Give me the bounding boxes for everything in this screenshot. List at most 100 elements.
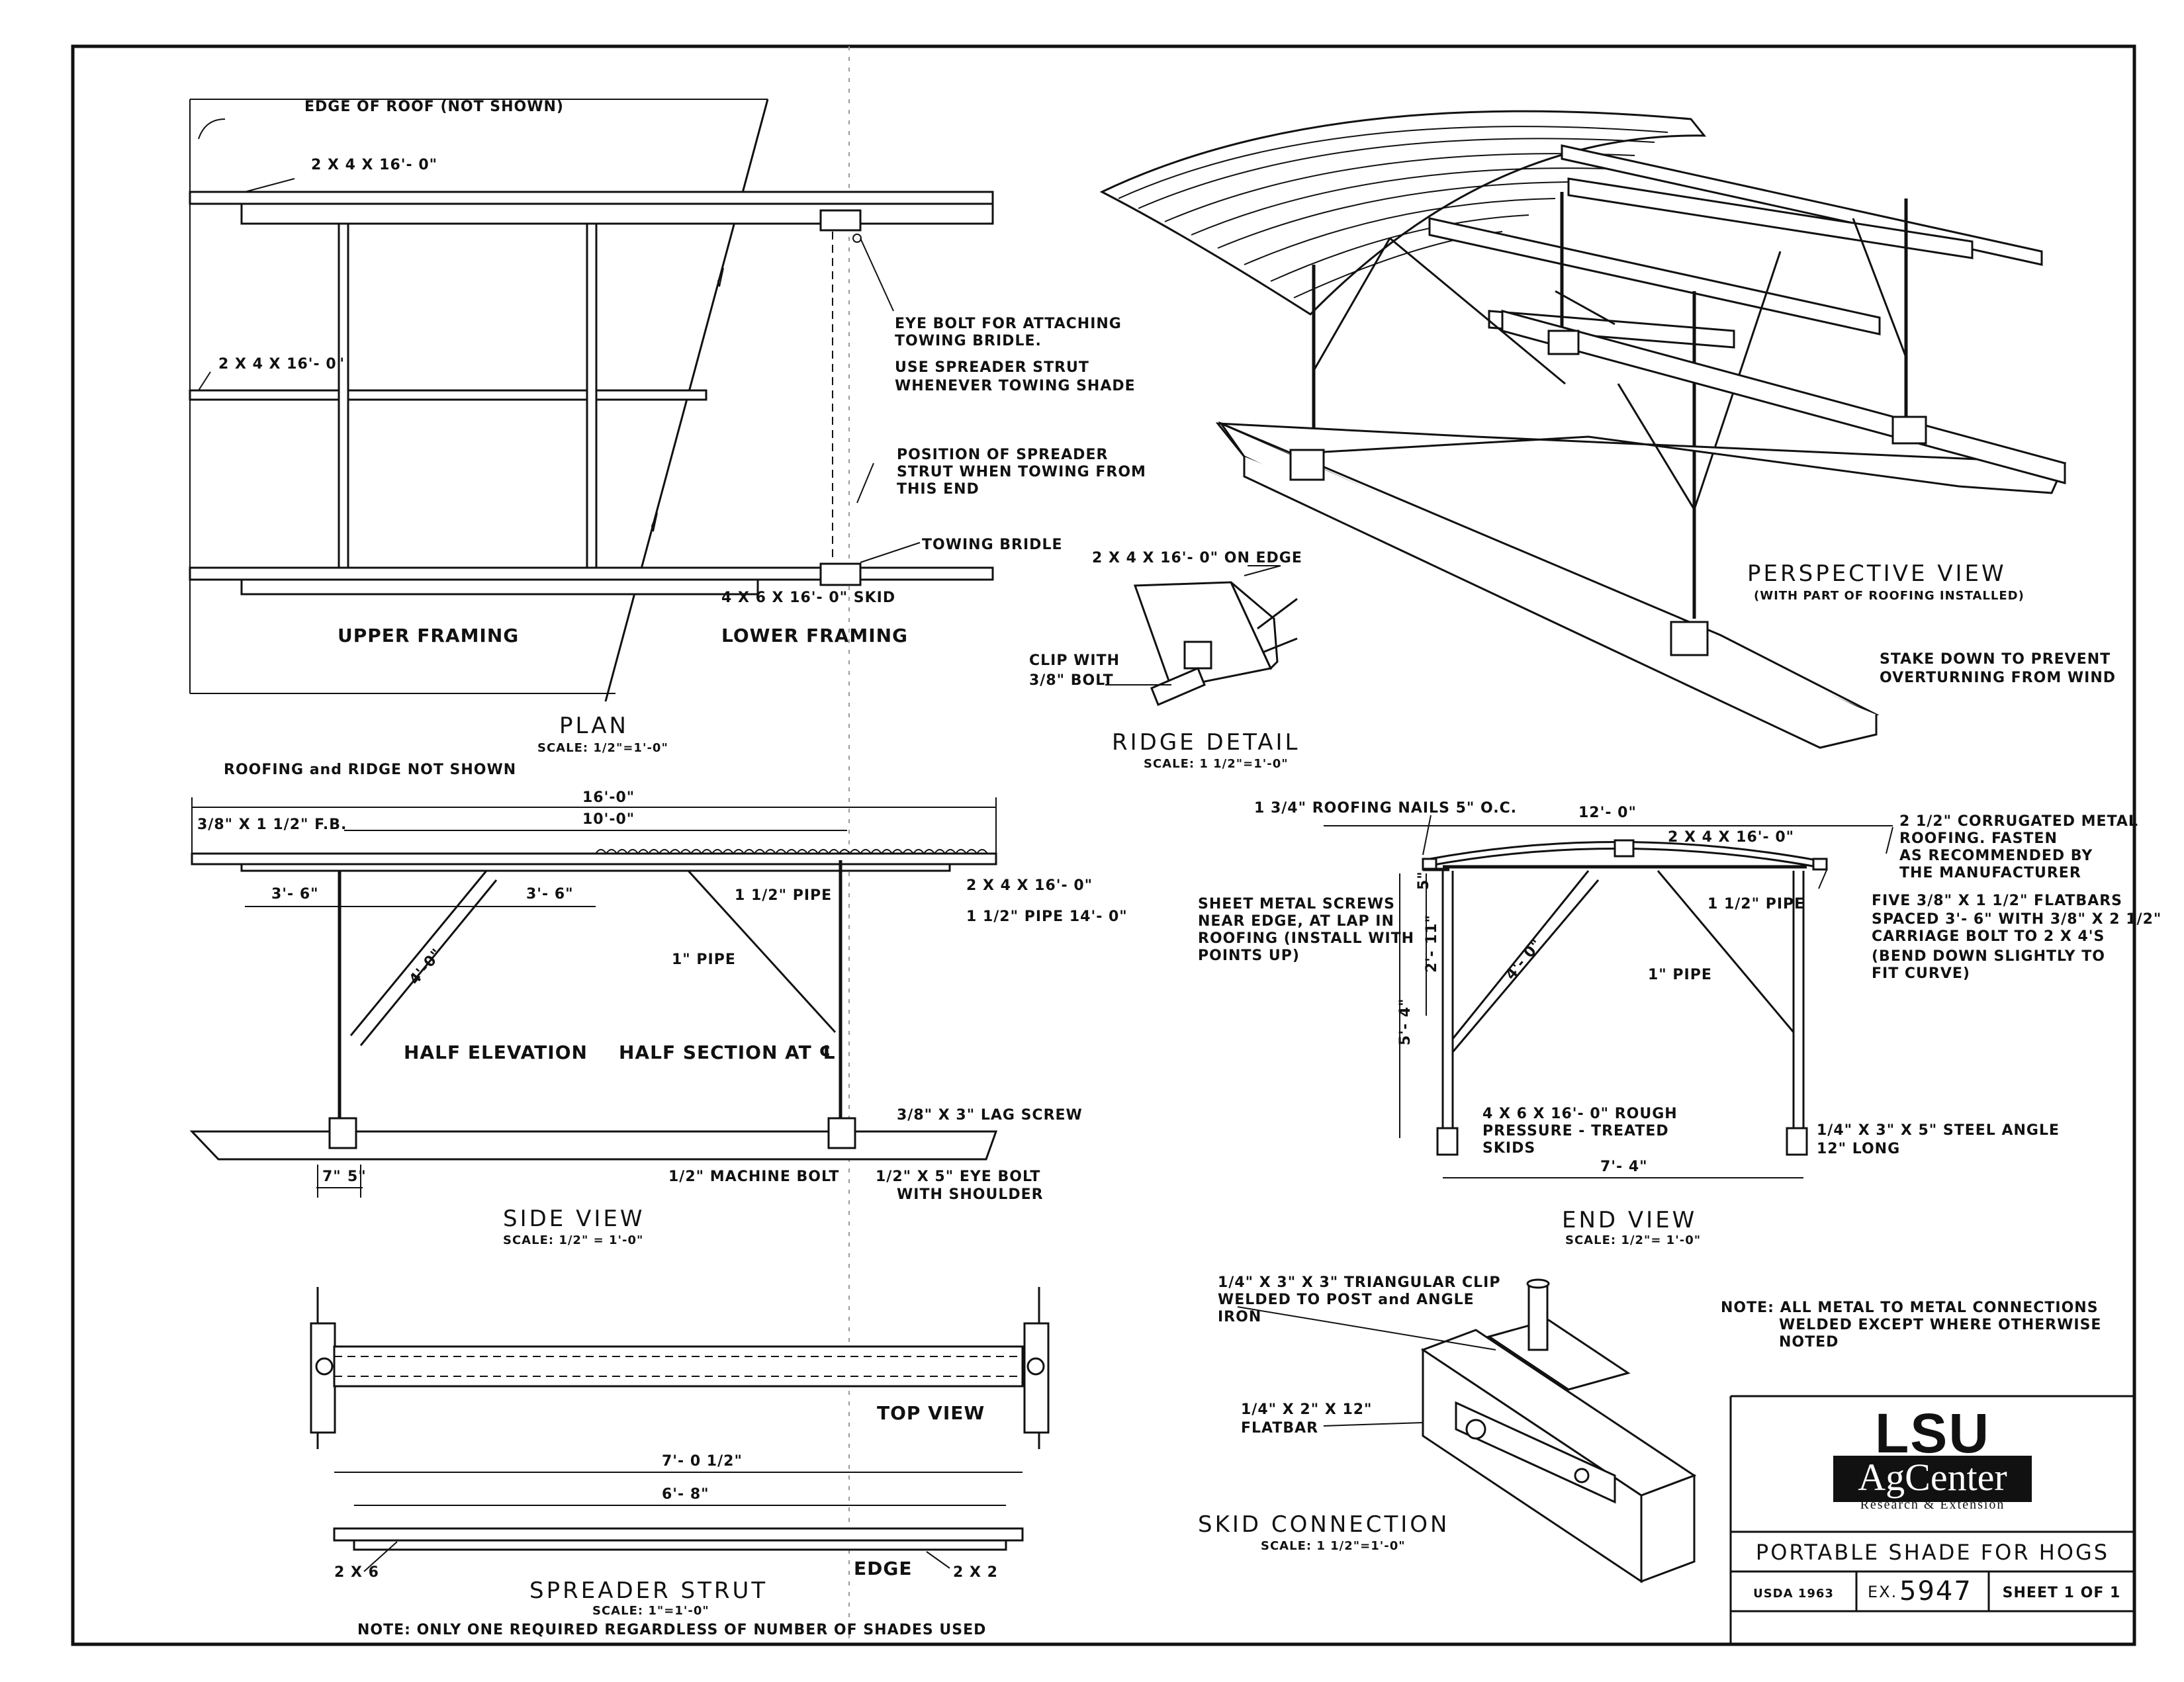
skid-connection-scale: SCALE: 1 1/2"=1'-0" <box>1261 1539 1406 1553</box>
end-skids-2: PRESSURE - TREATED <box>1482 1123 1669 1139</box>
plan-eye-bolt-note-2: TOWING BRIDLE. <box>895 333 1042 349</box>
side-brace-dim: 4'-0" <box>406 946 446 988</box>
general-note-line-3: NOTED <box>1779 1334 1839 1350</box>
title-usda: USDA 1963 <box>1753 1587 1834 1601</box>
strut-scale: SCALE: 1"=1'-0" <box>592 1604 709 1618</box>
strut-dim-6-8: 6'- 8" <box>662 1486 709 1503</box>
end-pipe-half: 1 1/2" PIPE <box>1707 896 1805 912</box>
side-half-section: HALF SECTION AT ℄ <box>619 1041 837 1063</box>
skid-connection-drawing <box>1237 1278 1697 1583</box>
end-dim-5-4: 5'- 4" <box>1397 998 1414 1045</box>
strut-dim-7-0: 7'- 0 1/2" <box>662 1453 743 1470</box>
end-angle-2: 12" LONG <box>1817 1141 1900 1157</box>
perspective-stake-2: OVERTURNING FROM WIND <box>1880 670 2116 686</box>
end-dim-2-11: 2'- 11" <box>1424 914 1440 973</box>
plan-lower-framing: LOWER FRAMING <box>721 625 908 646</box>
skid-clip-1: 1/4" X 3" X 3" TRIANGULAR CLIP <box>1218 1274 1500 1291</box>
skid-clip-3: IRON <box>1218 1309 1261 1325</box>
side-pipe-14: 1 1/2" PIPE 14'- 0" <box>966 908 1128 925</box>
plan-title: PLAN <box>559 713 629 739</box>
strut-label-2x2: 2 X 2 <box>953 1564 998 1581</box>
end-roofing-3: AS RECOMMENDED BY <box>1899 848 2093 864</box>
side-view-drawing <box>189 797 998 1198</box>
plan-spreader-note-1: USE SPREADER STRUT <box>895 359 1089 376</box>
plan-member-top: 2 X 4 X 16'- 0" <box>311 157 437 173</box>
side-eye-bolt-2: WITH SHOULDER <box>897 1186 1044 1203</box>
title-ex-number: 5947 <box>1899 1576 1972 1607</box>
ridge-clip-1: CLIP WITH <box>1029 652 1120 669</box>
logo-agcenter-bar <box>1833 1456 2032 1502</box>
end-view-scale: SCALE: 1/2"= 1'-0" <box>1565 1233 1701 1247</box>
plan-position-note-1: POSITION OF SPREADER <box>897 447 1108 463</box>
end-flatbars-5: FIT CURVE) <box>1872 965 1970 982</box>
plan-member-mid: 2 X 4 X 16'- 0" <box>218 356 345 373</box>
sheet-border <box>71 44 2136 1646</box>
logo-lsu: LSU <box>1875 1402 1990 1464</box>
side-pipe-1: 1" PIPE <box>672 952 736 968</box>
side-dim-3-6-a: 3'- 6" <box>271 886 319 903</box>
ridge-title: RIDGE DETAIL <box>1112 729 1300 756</box>
skid-flatbar-2: FLATBAR <box>1241 1420 1318 1437</box>
perspective-drawing <box>1099 110 2067 749</box>
plan-towing-bridle: TOWING BRIDLE <box>922 537 1063 553</box>
side-roofing-note: ROOFING and RIDGE NOT SHOWN <box>224 762 516 778</box>
end-screws-1: SHEET METAL SCREWS <box>1198 896 1395 912</box>
title-ex-prefix: EX. <box>1868 1583 1897 1601</box>
ridge-member: 2 X 4 X 16'- 0" ON EDGE <box>1092 550 1302 566</box>
plan-skid: 4 X 6 X 16'- 0" SKID <box>721 590 895 606</box>
plan-drawing <box>189 99 994 702</box>
end-flatbars-4: (BEND DOWN SLIGHTLY TO <box>1872 948 2105 965</box>
end-nails: 1 3/4" ROOFING NAILS 5" O.C. <box>1254 800 1517 817</box>
perspective-stake-1: STAKE DOWN TO PREVENT <box>1880 651 2111 668</box>
end-screws-2: NEAR EDGE, AT LAP IN <box>1198 913 1394 930</box>
side-dim-3-6-b: 3'- 6" <box>526 886 574 903</box>
end-flatbars-1: FIVE 3/8" X 1 1/2" FLATBARS <box>1872 893 2122 909</box>
end-view-drawing <box>1324 815 1893 1178</box>
end-dim-12: 12'- 0" <box>1578 805 1637 821</box>
end-dim-7-4: 7'- 4" <box>1600 1159 1648 1175</box>
end-pipe-1: 1" PIPE <box>1648 967 1712 983</box>
general-note-line-1: NOTE: ALL METAL TO METAL CONNECTIONS <box>1721 1300 2099 1316</box>
skid-clip-2: WELDED TO POST and ANGLE <box>1218 1292 1475 1308</box>
side-member: 2 X 4 X 16'- 0" <box>966 877 1093 894</box>
end-view-title: END VIEW <box>1562 1207 1697 1233</box>
plan-position-note-3: THIS END <box>897 481 979 498</box>
end-flatbars-2: SPACED 3'- 6" WITH 3/8" X 2 1/2" <box>1872 911 2161 928</box>
side-dim-10: 10'-0" <box>582 811 635 828</box>
end-flatbars-3: CARRIAGE BOLT TO 2 X 4'S <box>1872 928 2105 945</box>
end-skids-1: 4 X 6 X 16'- 0" ROUGH <box>1482 1106 1678 1122</box>
strut-top-view: TOP VIEW <box>877 1402 985 1424</box>
side-dim-7: 7" <box>322 1169 341 1185</box>
plan-spreader-note-2: WHENEVER TOWING SHADE <box>895 378 1136 394</box>
side-view-scale: SCALE: 1/2" = 1'-0" <box>503 1233 643 1247</box>
plan-scale: SCALE: 1/2"=1'-0" <box>537 741 668 755</box>
end-angle-1: 1/4" X 3" X 5" STEEL ANGLE <box>1817 1122 2060 1139</box>
side-pipe-half: 1 1/2" PIPE <box>735 887 832 904</box>
strut-edge: EDGE <box>854 1558 912 1579</box>
side-dim-5: 5" <box>347 1169 367 1185</box>
general-note-line-2: WELDED EXCEPT WHERE OTHERWISE <box>1779 1317 2101 1333</box>
side-eye-bolt-1: 1/2" X 5" EYE BOLT <box>876 1169 1040 1185</box>
end-skids-3: SKIDS <box>1482 1140 1535 1157</box>
end-roofing-1: 2 1/2" CORRUGATED METAL <box>1899 813 2138 830</box>
plan-upper-framing: UPPER FRAMING <box>338 625 519 646</box>
side-lag-screw: 3/8" X 3" LAG SCREW <box>897 1107 1083 1124</box>
ridge-clip-2: 3/8" BOLT <box>1029 672 1114 689</box>
end-screws-3: ROOFING (INSTALL WITH <box>1198 930 1414 947</box>
end-roofing-4: THE MANUFACTURER <box>1899 865 2081 881</box>
end-brace-dim: 4'- 0" <box>1502 936 1545 983</box>
end-roofing-2: ROOFING. FASTEN <box>1899 830 2058 847</box>
side-flatbar: 3/8" X 1 1/2" F.B. <box>197 817 347 833</box>
side-machine-bolt: 1/2" MACHINE BOLT <box>668 1169 839 1185</box>
plan-position-note-2: STRUT WHEN TOWING FROM <box>897 464 1146 480</box>
end-screws-4: POINTS UP) <box>1198 948 1300 964</box>
title-project: PORTABLE SHADE FOR HOGS <box>1756 1540 2109 1565</box>
skid-flatbar-1: 1/4" X 2" X 12" <box>1241 1401 1373 1418</box>
spreader-strut-drawing <box>310 1287 1050 1572</box>
perspective-subtitle: (WITH PART OF ROOFING INSTALLED) <box>1754 589 2025 603</box>
skid-connection-title: SKID CONNECTION <box>1198 1511 1449 1538</box>
ridge-detail-drawing <box>1105 565 1298 706</box>
side-half-elevation: HALF ELEVATION <box>404 1041 588 1063</box>
end-member: 2 X 4 X 16'- 0" <box>1668 829 1794 846</box>
